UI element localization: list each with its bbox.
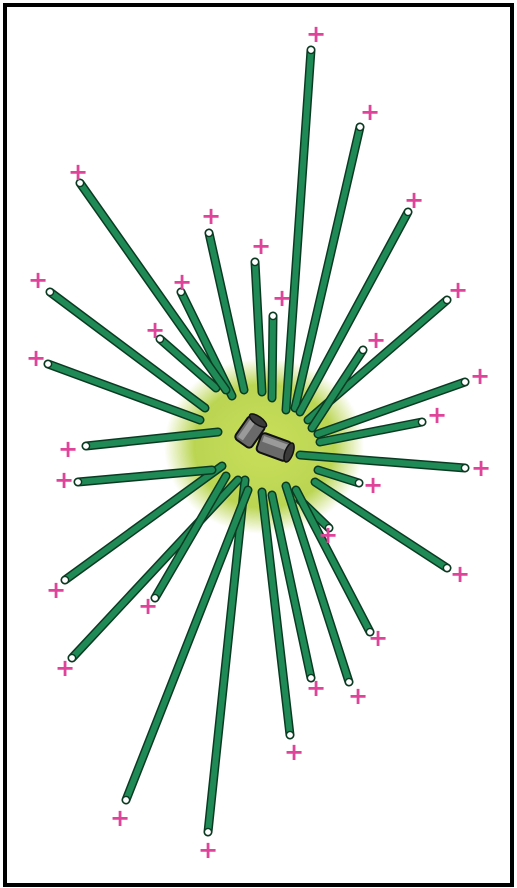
plus-end-label: + — [306, 674, 326, 702]
plus-end-cap — [122, 796, 129, 803]
plus-end-label: + — [366, 326, 386, 354]
plus-end-label: + — [110, 804, 130, 832]
plus-end-label: + — [198, 836, 218, 864]
plus-end-label: + — [46, 576, 66, 604]
plus-end-label: + — [348, 682, 368, 710]
plus-end-label: + — [145, 316, 165, 344]
plus-end-label: + — [363, 471, 383, 499]
plus-end-label: + — [26, 344, 46, 372]
plus-end-label: + — [368, 624, 388, 652]
plus-end-label: + — [55, 654, 75, 682]
plus-end-label: + — [450, 560, 470, 588]
plus-end-label: + — [172, 268, 192, 296]
plus-end-cap — [461, 464, 468, 471]
plus-end-label: + — [251, 232, 271, 260]
plus-end-cap — [205, 229, 212, 236]
plus-end-cap — [461, 378, 468, 385]
plus-end-cap — [74, 478, 81, 485]
plus-end-label: + — [427, 401, 447, 429]
plus-end-cap — [82, 442, 89, 449]
plus-end-cap — [204, 828, 211, 835]
plus-end-label: + — [471, 454, 491, 482]
plus-end-label: + — [272, 284, 292, 312]
plus-end-label: + — [284, 738, 304, 766]
plus-end-label: + — [201, 202, 221, 230]
plus-end-cap — [355, 479, 362, 486]
plus-end-label: + — [360, 98, 380, 126]
plus-end-cap — [269, 312, 276, 319]
plus-end-label: + — [58, 435, 78, 463]
plus-end-label: + — [28, 266, 48, 294]
microtubule — [204, 480, 245, 836]
plus-end-cap — [418, 418, 425, 425]
plus-end-label: + — [68, 158, 88, 186]
plus-end-label: + — [470, 362, 490, 390]
microtubule — [269, 312, 276, 398]
plus-end-label: + — [318, 521, 338, 549]
plus-end-label: + — [404, 186, 424, 214]
plus-end-label: + — [54, 466, 74, 494]
plus-end-label: + — [306, 20, 326, 48]
plus-end-label: + — [138, 592, 158, 620]
plus-end-label: + — [448, 276, 468, 304]
